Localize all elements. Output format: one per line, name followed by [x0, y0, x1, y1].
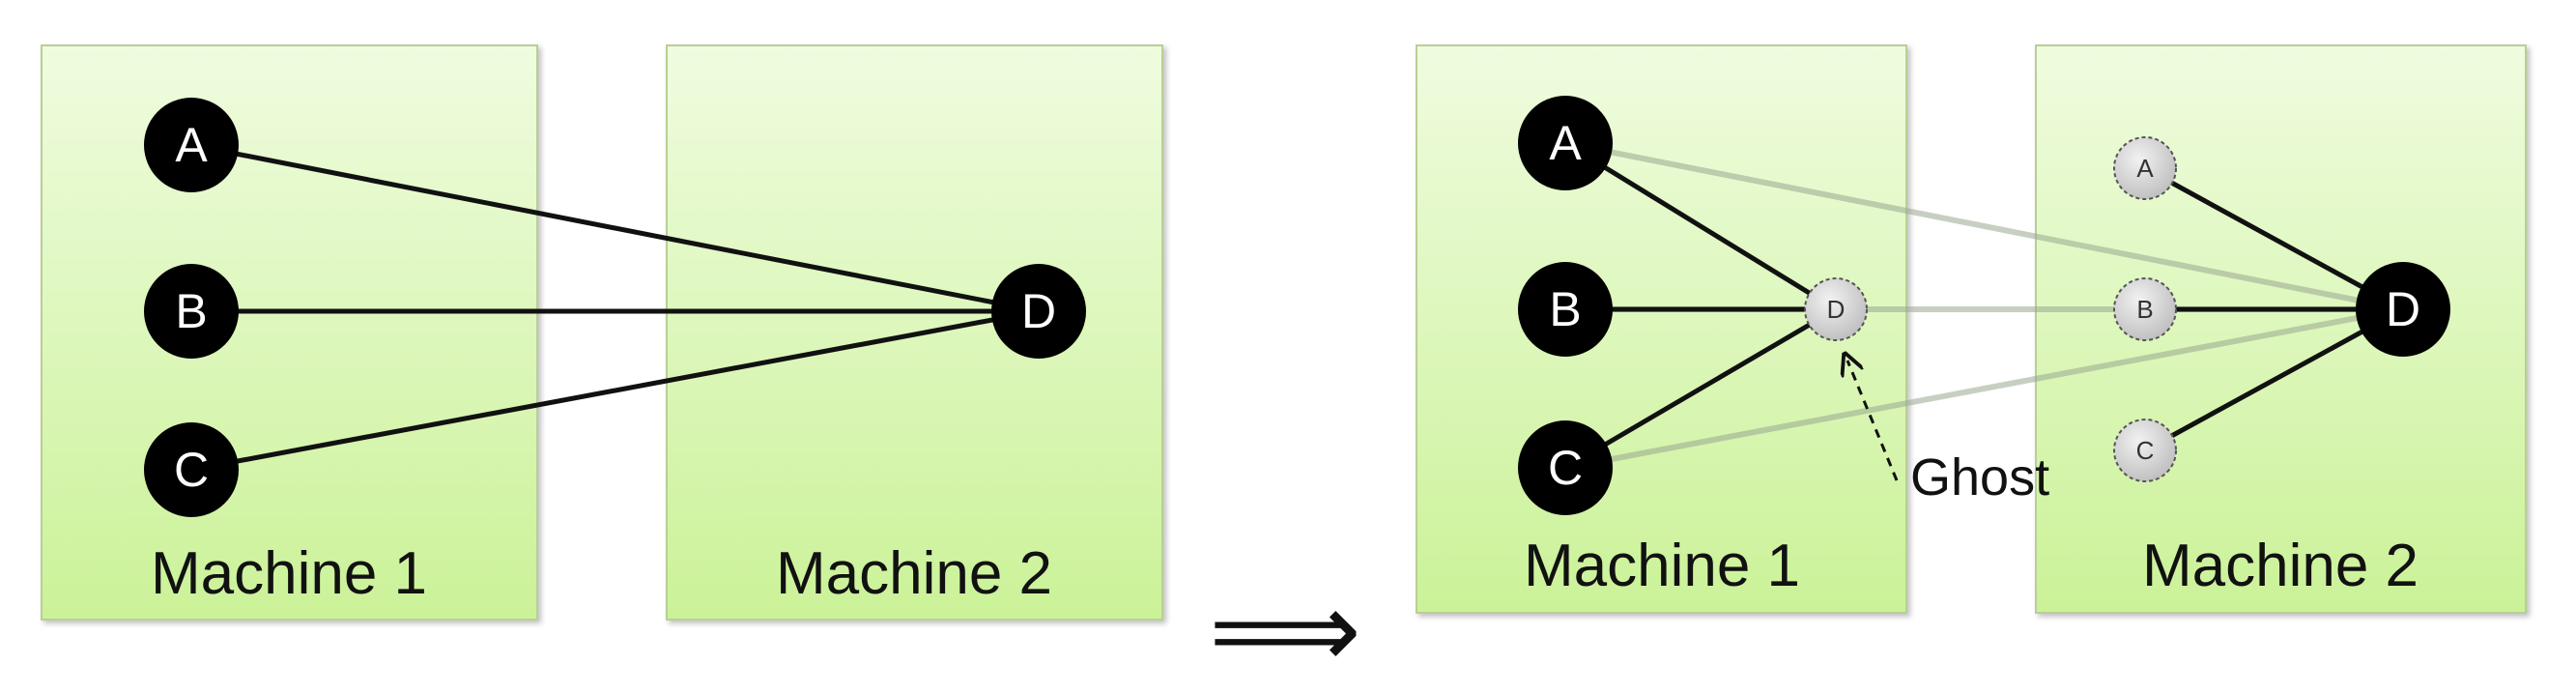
left-edge-c-d — [190, 308, 1040, 473]
left-machine-1-box — [41, 44, 538, 621]
left-node-d: D — [991, 264, 1086, 359]
edge-c-ghost-d — [1563, 306, 1838, 471]
right-diagram: A B C D D A B C — [1416, 44, 2527, 614]
left-node-b: B — [144, 264, 239, 359]
ghost-node-c: C — [2113, 419, 2177, 482]
ghost-node-a: A — [2113, 136, 2177, 200]
right-node-c-label: C — [1548, 441, 1583, 495]
right-machine-2-box — [2035, 44, 2527, 614]
right-node-d-label: D — [2386, 282, 2420, 336]
right-node-d: D — [2356, 262, 2450, 357]
ghost-node-b-label: B — [2136, 295, 2153, 324]
right-node-a: A — [1518, 96, 1613, 190]
right-node-a-label: A — [1549, 116, 1582, 170]
edge-ghost-a-d — [2143, 165, 2405, 312]
left-node-a-label: A — [175, 118, 208, 172]
left-machine-2-label: Machine 2 — [776, 540, 1052, 607]
right-node-b: B — [1518, 262, 1613, 357]
left-node-c: C — [144, 422, 239, 517]
ghost-node-d-label: D — [1827, 295, 1846, 324]
right-node-c: C — [1518, 420, 1613, 515]
faded-edge-a-d — [1564, 140, 2404, 312]
ghost-node-a-label: A — [2136, 154, 2154, 183]
ghost-label: Ghost — [1910, 448, 2049, 506]
edge-a-ghost-d — [1563, 140, 1838, 312]
left-diagram: A B C D Machine 1 Machine 2 — [41, 44, 1163, 621]
faded-edge-c-d — [1564, 306, 2404, 471]
transition-arrow: ⟹ — [1209, 568, 1361, 692]
left-node-a: A — [144, 98, 239, 192]
ghost-pointer-arrow — [1847, 361, 1899, 481]
right-machine-1-label: Machine 1 — [1524, 533, 1800, 599]
edge-ghost-c-d — [2143, 306, 2405, 453]
left-machine-1-label: Machine 1 — [151, 540, 427, 607]
ghost-node-c-label: C — [2136, 436, 2155, 465]
left-edge-a-d — [190, 142, 1040, 314]
right-node-b-label: B — [1549, 282, 1581, 336]
left-node-c-label: C — [174, 443, 209, 497]
ghost-node-d: D — [1804, 277, 1868, 341]
right-machine-2-label: Machine 2 — [2142, 533, 2419, 599]
ghost-node-b: B — [2113, 277, 2177, 341]
left-node-b-label: B — [175, 284, 207, 338]
left-node-d-label: D — [1021, 284, 1056, 338]
